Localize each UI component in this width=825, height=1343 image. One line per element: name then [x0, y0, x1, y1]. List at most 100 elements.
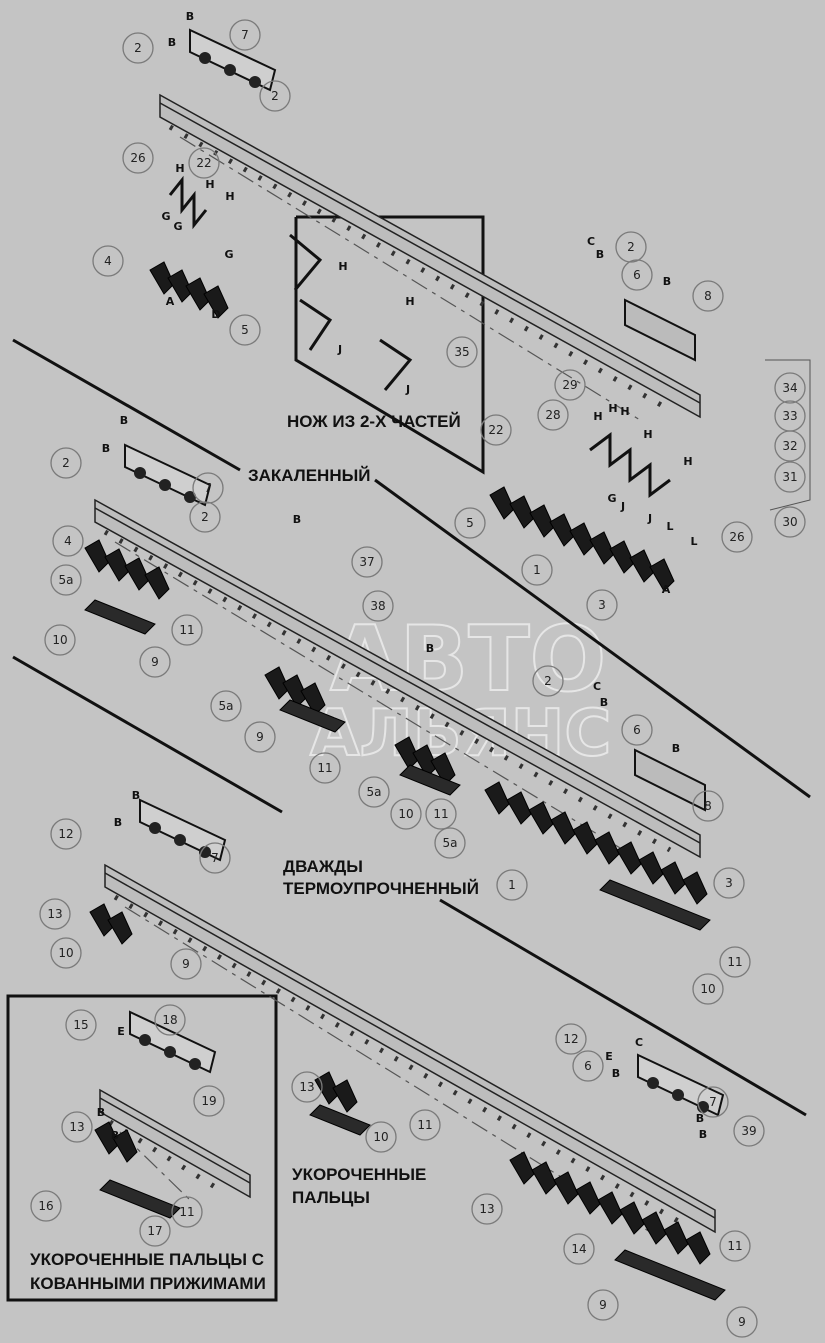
- callout-circle: [210, 690, 242, 722]
- callout-5a: 5a: [434, 827, 466, 859]
- knife-sections: [84, 539, 170, 600]
- hold-down-clip: [139, 798, 227, 862]
- callout-number: 5a: [59, 573, 74, 587]
- guard-plate: [99, 1179, 181, 1219]
- guard-plate-body: [599, 879, 711, 931]
- callout-number: 2: [544, 674, 552, 688]
- reference-letter-C: C: [593, 680, 601, 693]
- callout-number: 5a: [219, 699, 234, 713]
- callout-10: 10: [390, 798, 422, 830]
- callout-circle: [92, 245, 124, 277]
- callout-circle: [362, 590, 394, 622]
- callout-circle: [229, 19, 261, 51]
- knife-section: [112, 1129, 138, 1163]
- callout-circle: [774, 461, 806, 493]
- knife-section: [509, 1151, 535, 1185]
- section-divider-line: [374, 478, 811, 799]
- knife-section: [300, 682, 326, 716]
- callout-circle: [692, 280, 724, 312]
- reference-letter-B: B: [600, 696, 608, 709]
- callout-number: 9: [182, 957, 190, 971]
- callout-13: 13: [471, 1193, 503, 1225]
- knife-section: [597, 1191, 623, 1225]
- callout-circle: [39, 898, 71, 930]
- callout-circle: [390, 798, 422, 830]
- callout-circle: [454, 507, 486, 539]
- callout-number: 34: [782, 381, 797, 395]
- hold-down-body: [637, 1053, 725, 1117]
- hold-down-bolt: [647, 1077, 659, 1089]
- callout-12: 12: [50, 818, 82, 850]
- knife-section: [124, 557, 150, 591]
- knife-section: [572, 821, 598, 855]
- hold-down-bolt: [159, 479, 171, 491]
- two-part-knife-zigzag: [289, 233, 413, 391]
- callout-number: 7: [709, 1095, 717, 1109]
- callout-5: 5: [454, 507, 486, 539]
- callout-number: 38: [370, 599, 385, 613]
- callout-circle: [719, 946, 751, 978]
- callout-circle: [244, 721, 276, 753]
- hold-down-body: [129, 1010, 217, 1074]
- knife-section: [629, 549, 655, 583]
- title-short-guards-line1: УКОРОЧЕННЫЕ: [292, 1165, 426, 1184]
- callout-7: 7: [199, 842, 231, 874]
- callout-26: 26: [122, 142, 154, 174]
- guard-plate: [279, 699, 346, 733]
- callout-13: 13: [291, 1071, 323, 1103]
- reference-letter-H: H: [405, 295, 414, 308]
- callout-circle: [434, 827, 466, 859]
- knife-section: [663, 1221, 689, 1255]
- callout-circle: [139, 646, 171, 678]
- callout-circle: [409, 1109, 441, 1141]
- cutter-bar-centerline: [114, 541, 641, 861]
- reference-letter-H: H: [593, 410, 602, 423]
- knife-section: [484, 781, 510, 815]
- reference-letter-H: H: [175, 162, 184, 175]
- callout-number: 11: [417, 1118, 432, 1132]
- callout-17: 17: [139, 1215, 171, 1247]
- knife-sections: [264, 666, 326, 716]
- callout-number: 11: [727, 1239, 742, 1253]
- knife-section: [550, 811, 576, 845]
- guard-plate-body: [399, 764, 461, 796]
- callout-number: 28: [545, 408, 560, 422]
- hold-down-clip: [129, 1010, 217, 1074]
- reference-letter-H: H: [620, 405, 629, 418]
- section-divider-line: [439, 898, 807, 1117]
- hold-down-bolt: [149, 822, 161, 834]
- reference-letter-H: H: [205, 178, 214, 191]
- reference-letter-B: B: [696, 1112, 704, 1125]
- callout-6: 6: [621, 259, 653, 291]
- callout-number: 3: [725, 876, 733, 890]
- reference-letter-C: C: [587, 235, 595, 248]
- guard-plate-body: [614, 1249, 726, 1301]
- callout-6: 6: [572, 1050, 604, 1082]
- hold-down-clip: [189, 28, 277, 92]
- callout-35: 35: [446, 336, 478, 368]
- reference-letter-H: H: [338, 260, 347, 273]
- callout-circle: [50, 818, 82, 850]
- callout-circle: [774, 430, 806, 462]
- knife-sections: [314, 1071, 358, 1113]
- reference-letter-E: E: [117, 1025, 125, 1038]
- callout-11: 11: [409, 1109, 441, 1141]
- reference-letter-A: A: [166, 295, 175, 308]
- callout-number: 10: [700, 982, 715, 996]
- hold-down-clip: [124, 443, 212, 507]
- callout-circle: [471, 1193, 503, 1225]
- callout-2: 2: [122, 32, 154, 64]
- knife-section: [553, 1171, 579, 1205]
- guard-plate-body: [84, 599, 156, 635]
- callout-number: 26: [130, 151, 145, 165]
- guard-plate-body: [99, 1179, 181, 1219]
- reference-letter-H: H: [225, 190, 234, 203]
- title-double-heat-treated-line2: ТЕРМОУПРОЧНЕННЫЙ: [283, 879, 479, 898]
- knife-section: [649, 558, 675, 592]
- callout-number: 22: [196, 156, 211, 170]
- reference-letter-B: B: [293, 513, 301, 526]
- callout-number: 7: [211, 851, 219, 865]
- bracket-30-frame: [765, 359, 811, 511]
- cutter-bar: [94, 498, 701, 861]
- knife-back-zigzag: [589, 432, 671, 498]
